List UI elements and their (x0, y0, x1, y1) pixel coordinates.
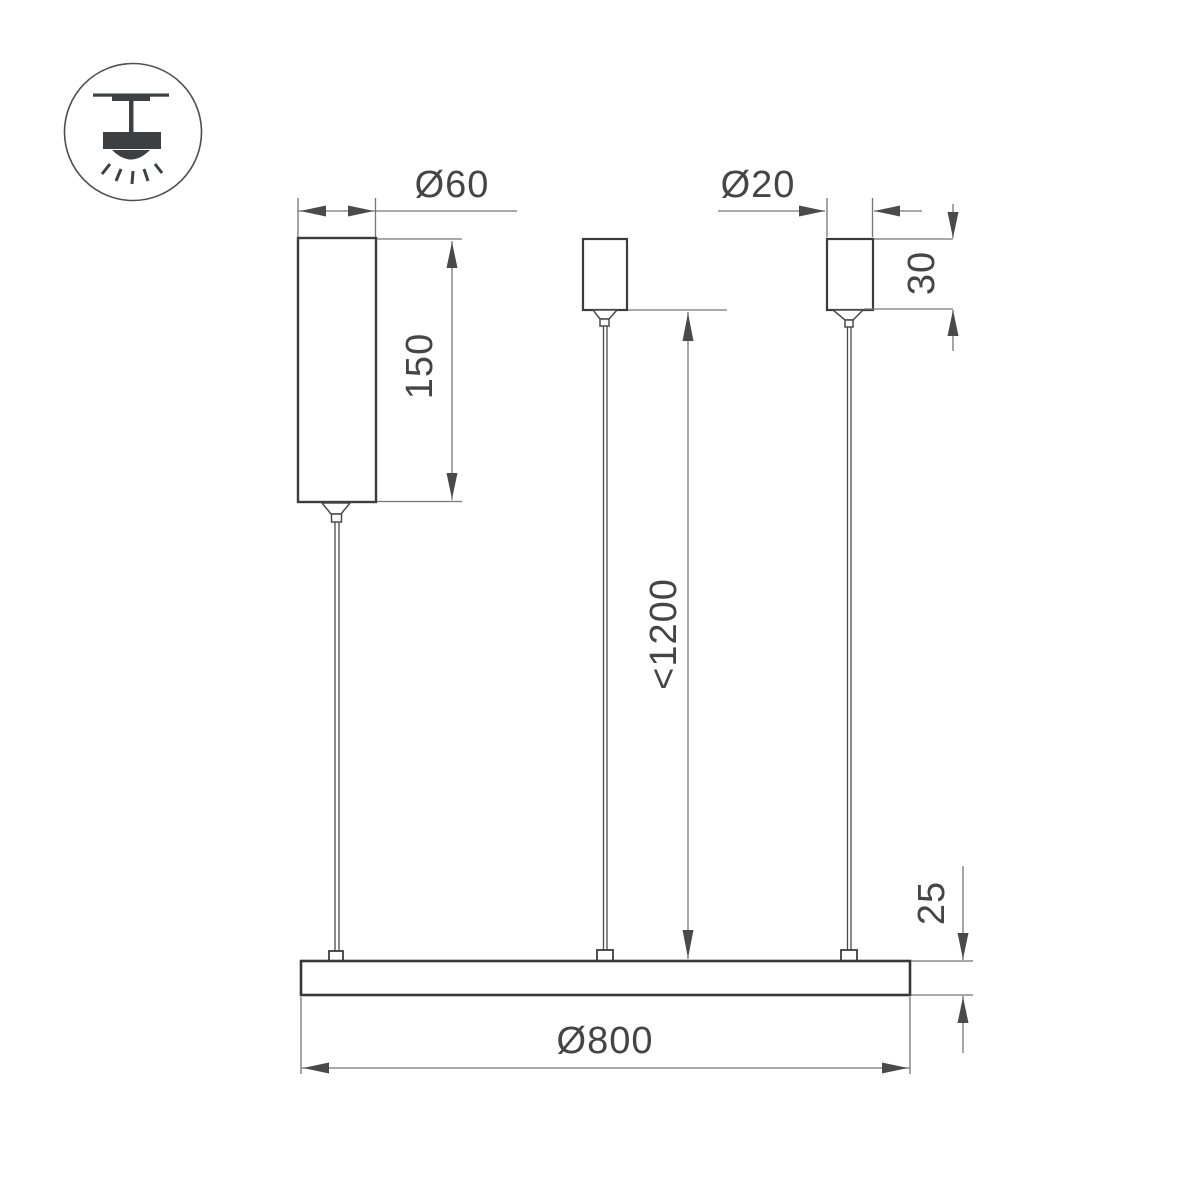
driver-cone (320, 502, 352, 515)
dim-label-driver-diameter: Ø60 (414, 164, 490, 206)
arrow-up (682, 313, 694, 341)
dimension-driver-diameter (297, 198, 517, 237)
arrow-right (799, 205, 825, 217)
canopy-right-grip (844, 319, 854, 328)
dim-label-suspension-length: <1200 (643, 578, 685, 690)
dimension-canopy-diameter (718, 198, 922, 237)
cable-connector-left (328, 950, 344, 962)
arrow-right (348, 205, 374, 217)
arrow-up (957, 997, 969, 1023)
dim-label-fixture-diameter: Ø800 (556, 1020, 654, 1062)
light-bar-profile (299, 959, 912, 997)
dim-label-canopy-height: 30 (901, 250, 943, 296)
driver-box-assembly (296, 236, 378, 962)
canopy-right (825, 237, 875, 312)
arrow-down (682, 930, 694, 958)
dimension-suspension-length (628, 309, 727, 959)
cable-connector-middle (596, 949, 614, 962)
suspension-cable-middle (602, 326, 608, 950)
cable-connector-right (840, 949, 858, 962)
canopy-middle-grip (599, 318, 610, 327)
dimension-fixture-diameter (300, 997, 911, 1074)
arrow-down (957, 933, 969, 959)
canopy-middle-cone (591, 309, 619, 320)
driver-cable-grip (330, 513, 343, 523)
arrow-left (874, 205, 900, 217)
arrow-right (882, 1062, 908, 1074)
dim-label-canopy-diameter: Ø20 (720, 164, 796, 206)
arrow-left (300, 205, 326, 217)
canopy-right-assembly (825, 237, 875, 962)
icon-stem (129, 100, 134, 133)
canopy-middle-assembly (581, 237, 629, 962)
dimension-driver-height (377, 238, 462, 503)
dim-label-profile-height: 25 (911, 880, 953, 926)
arrow-up (947, 310, 959, 336)
dim-label-driver-height: 150 (399, 332, 441, 400)
arrow-down (947, 212, 959, 238)
driver-box (296, 236, 378, 504)
canopy-right-cone (830, 309, 865, 321)
icon-light-dome (112, 150, 150, 160)
arrow-up (446, 242, 458, 268)
icon-canopy-plate (112, 96, 150, 101)
icon-light-rays (100, 163, 164, 185)
icon-ceiling-line (93, 93, 169, 97)
suspension-cable-right (846, 327, 852, 950)
icon-lamp-body (103, 132, 161, 149)
suspension-cable-left (334, 522, 340, 951)
dimension-profile-height (911, 866, 973, 1053)
arrow-down (446, 473, 458, 499)
canopy-middle (581, 237, 629, 312)
ceiling-pendant-lamp-icon (63, 62, 203, 202)
arrow-left (303, 1062, 329, 1074)
dimension-canopy-height (864, 204, 959, 351)
